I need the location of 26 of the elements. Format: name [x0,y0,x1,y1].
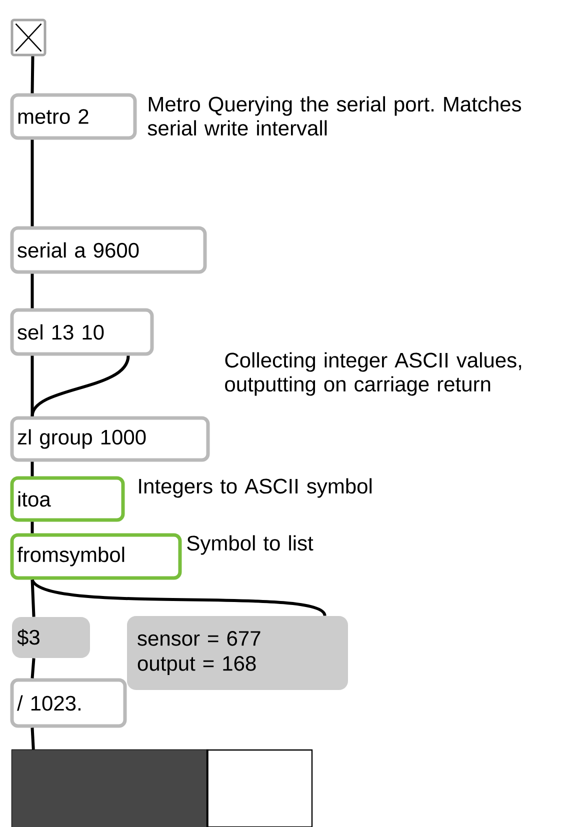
patch-cord [30,580,36,617]
slider-bar [11,749,313,827]
object-box: metro 2 [10,93,137,140]
patch-cord [30,56,34,94]
patch-cord [30,522,34,534]
object-box: zl group 1000 [10,416,210,462]
comment-text: Collecting integer ASCII values, outputting on carriage return [225,352,522,396]
object-box: serial a 9600 [10,226,207,274]
toggle-box [10,18,46,56]
patch-cord [30,658,36,678]
patch-cord [30,356,34,416]
patch-cord [30,462,34,476]
patch-cord [31,578,326,617]
object-box: itoa [10,476,125,522]
message-box: sensor = 677 output = 168 [127,616,348,690]
comment-text: Symbol to list [187,535,314,555]
object-box: sel 13 10 [10,308,154,356]
patch-cord [30,140,34,226]
patch-cord [30,274,34,308]
comment-text: Integers to ASCII symbol [139,478,372,498]
object-box: fromsymbol [10,533,182,580]
comment-text: Metro Querying the serial port. Matches serial write intervall [148,96,522,136]
object-box: / 1023. [10,678,127,728]
patch-cord [30,355,130,417]
patch-cord [30,728,35,750]
message-box: $3 [12,617,90,658]
